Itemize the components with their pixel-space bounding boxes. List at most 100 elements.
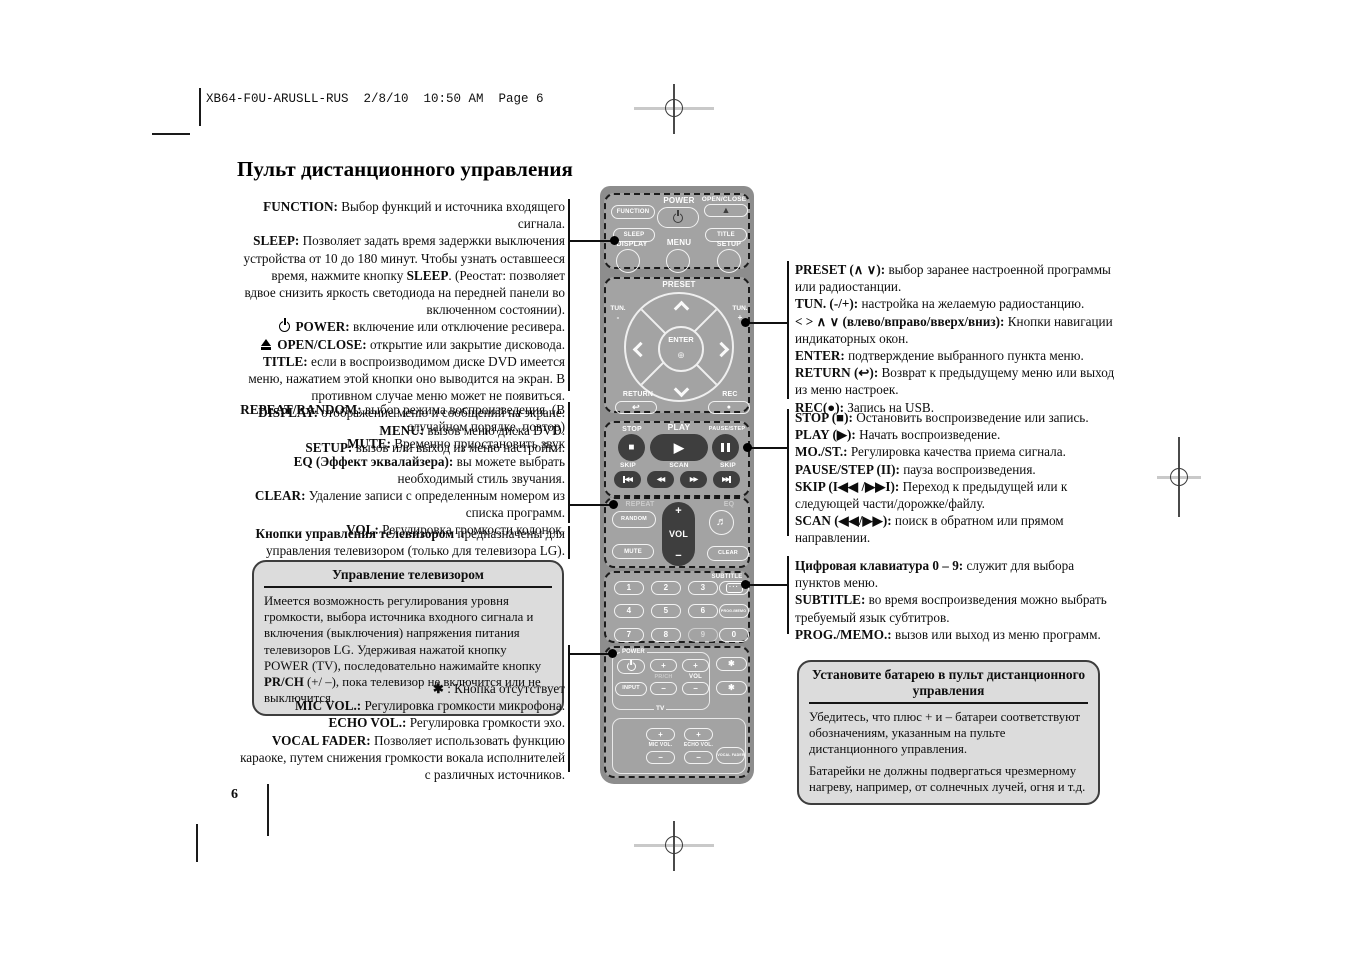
right-rule-3 [787,556,789,634]
keyword: TUN. (-/+): [795,296,859,312]
keyword: TITLE: [262,353,308,369]
menu-button [666,249,690,273]
text: вызов меню диска DVD. [424,422,565,438]
keyword: ✱ [432,681,444,696]
text: Убедитесь, что плюс + и – батареи соотве… [809,710,1081,757]
text: вызов или выход из меню настройки. [352,439,565,455]
text-entry: MUTE: Временно приостановить звук [240,435,565,452]
vocal-fader-button: VOCAL FADER [716,747,745,764]
digit-5-button: 5 [651,604,681,618]
text: поиск в обратном или прямом направлении. [795,513,1064,546]
text: Позволяет использовать функцию караоке, … [240,732,565,783]
vol-text: VOL [668,528,689,539]
echo-vol-plus-button: + [684,728,713,741]
keyword: SCAN (◀◀/▶▶): [795,513,892,529]
digit-9-button: 9 [688,628,718,642]
right-text-block-playback: STOP (■): Остановить воспроизведение или… [795,409,1120,547]
text-entry: MENU: вызов меню диска DVD. [240,422,565,439]
text: выбор заранее настроенной программы или … [795,262,1111,295]
repeat-label: REPEAT [625,501,655,508]
keyword: PR/CH [264,675,304,690]
text-entry: STOP (■): Остановить воспроизведение или… [795,409,1120,426]
text: Позволяет задать время задержки выключен… [243,233,565,283]
crop-mark-top-left-vertical [199,88,201,126]
display-label: DISPLAY [616,241,648,248]
vol-minus: − [675,550,682,562]
keyword: VOL: [346,522,379,538]
tv-power-icon [626,662,636,671]
play-label: PLAY [667,422,691,432]
leader-line-sleep [569,240,615,242]
asterisk-button-1 [716,657,747,671]
text: Начать воспроизведение. [855,427,1001,443]
text: служит для выбора пунктов меню. [795,558,1075,591]
text: Кнопки навигации индикаторных окон. [795,313,1113,346]
print-header: XB64-F0U-ARUSLL-RUS 2/8/10 10:50 AM Page… [206,92,544,106]
text-entry: FUNCTION: Выбор функций и источника вход… [240,198,565,232]
text: отображение меню и сообщений на экране. [317,405,565,421]
text: включение или отключение ресивера. [349,319,565,335]
text: Регулировка громкости колонок. [378,522,565,538]
keyword: SETUP: [305,439,353,455]
text: подтверждение выбранного пункта меню. [844,348,1084,364]
open-close-label: OPEN/CLOSE [701,196,747,203]
text: Регулировка громкости эхо. [406,715,565,731]
prog-memo-button: PROG./MEMO [719,604,749,618]
sleep-button: SLEEP [613,228,655,242]
right-text-block-preset: PRESET (∧ ∨): выбор заранее настроенной … [795,261,1120,416]
skip-back-label: SKIP [620,462,636,469]
setup-label: SETUP [716,241,742,248]
text-entry: Цифровая клавиатура 0 – 9: служит для вы… [795,557,1120,591]
pr-ch-minus-button: − [650,682,677,695]
preset-label: PRESET [662,280,696,289]
asterisk-button-2 [716,681,747,695]
keyword: MUTE: [347,436,391,452]
leader-dot-tvpower [608,649,617,658]
keyword: DISPLAY: [258,405,318,421]
text-entry: TUN. (-/+): настройка на желаемую радиос… [795,295,1120,312]
text-entry: PROG./MEMO.: вызов или выход из меню про… [795,626,1120,643]
keyword: EQ (Эффект эквалайзера): [293,453,454,469]
right-arrow-icon [713,341,730,358]
text-entry: PAUSE/STEP (II): пауза воспроизведения. [795,461,1120,478]
keyword: OPEN/CLOSE: [273,336,367,352]
text: Батарейки не должны подвергаться чрезмер… [809,763,1086,794]
text: Переход к предыдущей или к следующей час… [795,478,1068,512]
display-button [616,249,640,273]
volume-rocker: + VOL − [662,502,695,566]
left-rule-3 [568,526,570,559]
digit-6-button: 6 [688,604,718,618]
leader-dot-pause [743,443,752,452]
text: (+/ –), пока телевизор не включится или … [264,675,541,706]
keyword: MENU: [379,422,425,438]
keyword: SLEEP [406,267,449,283]
remote-section-navigation: PRESET ENTER TUN.- TUN.+ RETURN [604,277,750,414]
text: открытие или закрытие дисковода. [366,336,565,352]
stop-button [618,434,645,461]
tv-power-button [617,659,645,674]
keyword: ECHO VOL.: [328,715,407,731]
skip-fwd-label: SKIP [720,462,736,469]
tv-control-box-body: Имеется возможность регулирования уровня… [264,593,552,706]
skip-previous-button [614,471,641,488]
power-icon [279,321,291,333]
text: Временно приостановить звук [390,436,565,452]
text-entry: SUBTITLE: во время воспроизведения можно… [795,591,1120,625]
remote-section-numpad: SUBTITLE 1 2 3 4 5 6 PROG./MEMO 7 8 9 0 [604,571,750,643]
leader-dot-repeat [609,500,618,509]
eject-icon [260,338,272,350]
keyword: REPEAT/RANDOM: [240,402,362,417]
battery-box-body: Убедитесь, что плюс + и – батареи соотве… [809,709,1088,795]
tv-legend: TV [654,705,667,713]
text-entry: ECHO VOL.: Регулировка громкости эхо. [240,714,566,731]
input-button: INPUT [615,682,647,696]
text-entry: RETURN (↩): Возврат к предыдущему меню и… [795,364,1120,398]
column-rule-bottom-left [267,784,269,836]
crop-mark-bottom-left-vertical [196,824,198,862]
text-entry: Имеется возможность регулирования уровня… [264,593,552,706]
text: настройка на желаемую радиостанцию. [858,296,1085,312]
tv-power-legend: POWER [620,649,647,655]
digit-1-button: 1 [614,581,644,595]
keyword: < > ∧ ∨ (влево/вправо/вверх/вниз): [795,313,1005,329]
